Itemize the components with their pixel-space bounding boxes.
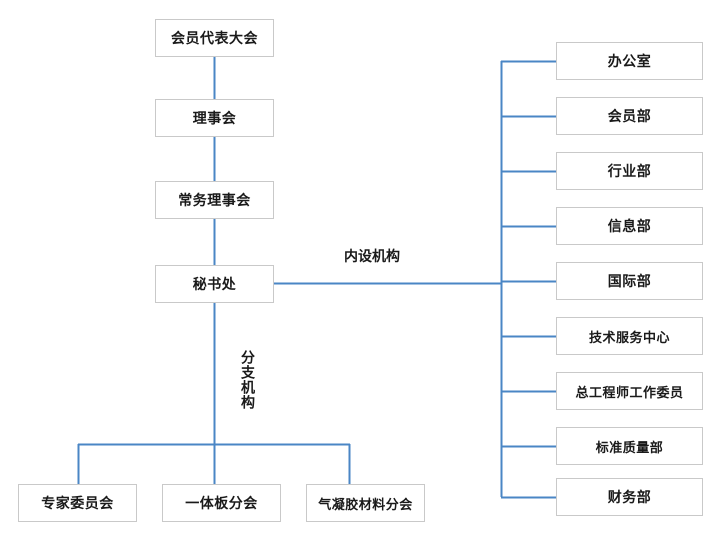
node-office[interactable]: 办公室 (556, 42, 703, 80)
node-information-dept[interactable]: 信息部 (556, 207, 703, 245)
node-expert-committee[interactable]: 专家委员会 (18, 484, 137, 522)
node-membership-dept[interactable]: 会员部 (556, 97, 703, 135)
node-industry-dept[interactable]: 行业部 (556, 152, 703, 190)
node-standing-council[interactable]: 常务理事会 (155, 181, 274, 219)
node-council[interactable]: 理事会 (155, 99, 274, 137)
edge-label-branch-organizations: 分支机构 (240, 350, 256, 410)
node-technical-service-center[interactable]: 技术服务中心 (556, 317, 703, 355)
node-international-dept[interactable]: 国际部 (556, 262, 703, 300)
node-aerogel-material-branch[interactable]: 气凝胶材料分会 (306, 484, 425, 522)
node-assembly[interactable]: 会员代表大会 (155, 19, 274, 57)
node-standard-quality-dept[interactable]: 标准质量部 (556, 427, 703, 465)
node-chief-engineer-committee[interactable]: 总工程师工作委员 (556, 372, 703, 410)
node-integrated-panel-branch[interactable]: 一体板分会 (162, 484, 281, 522)
node-finance-dept[interactable]: 财务部 (556, 478, 703, 516)
edge-label-internal-departments: 内设机构 (344, 248, 400, 264)
node-secretariat[interactable]: 秘书处 (155, 265, 274, 303)
